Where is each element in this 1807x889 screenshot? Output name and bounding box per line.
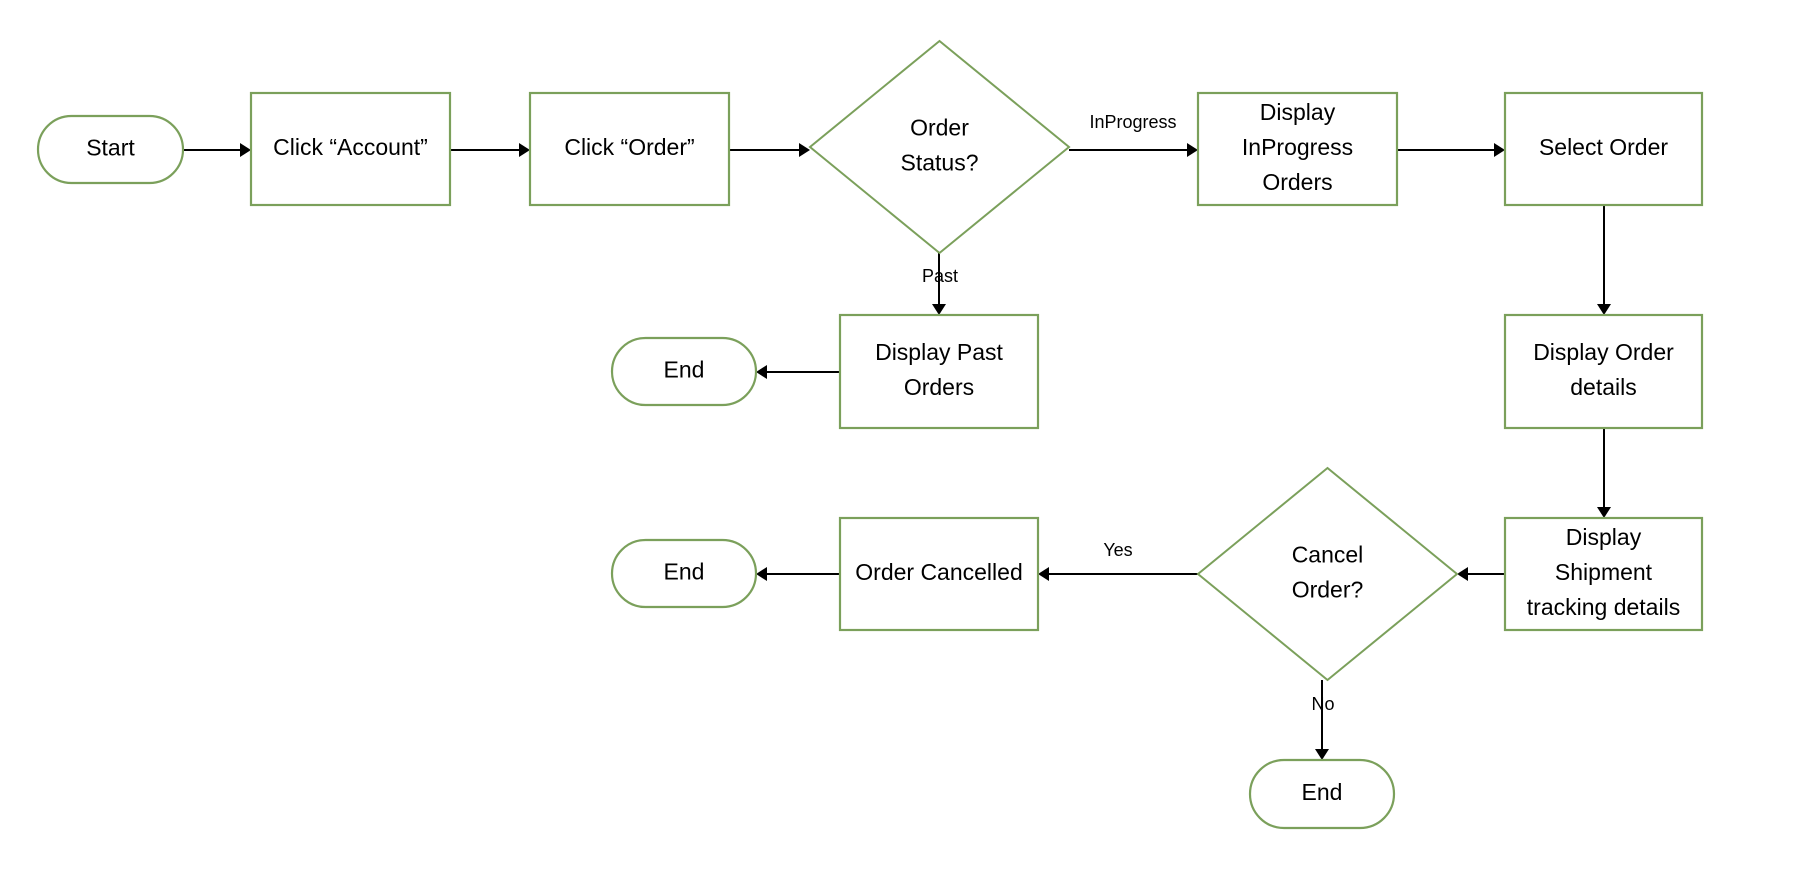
edge-e-order-status	[729, 143, 810, 157]
edge-label-no-e-cancel-no: No	[1311, 694, 1334, 714]
edge-label-past-e-status-past: Past	[922, 266, 958, 286]
edge-e-past-end	[756, 365, 840, 379]
edge-e-status-inprog	[1069, 143, 1198, 157]
node-label-select-order: Select Order	[1539, 134, 1668, 160]
node-diamond-shape	[1196, 466, 1459, 682]
node-label-click-account: Click “Account”	[273, 134, 428, 160]
node-end-past[interactable]: End	[610, 336, 758, 407]
edge-label-inprogress-e-status-inprog: InProgress	[1089, 112, 1176, 132]
node-label-end: End	[664, 559, 705, 585]
node-pill-shape	[36, 114, 185, 185]
arrow-head-icon	[756, 567, 767, 581]
node-rect-shape	[1196, 91, 1399, 207]
node-click-account[interactable]: Click “Account”	[249, 91, 452, 207]
arrow-head-icon	[1038, 567, 1049, 581]
node-pill-shape	[610, 538, 758, 609]
arrow-head-icon	[519, 143, 530, 157]
node-rect-shape	[838, 313, 1040, 430]
arrow-head-icon	[1315, 749, 1329, 760]
node-diamond-shape	[808, 39, 1071, 255]
edge-e-cancelled-end	[756, 567, 840, 581]
arrow-head-icon	[1597, 304, 1611, 315]
node-end-cancelled[interactable]: End	[610, 538, 758, 609]
node-rect-shape	[249, 91, 452, 207]
edge-e-cancel-no	[1315, 680, 1329, 760]
arrow-head-icon	[1187, 143, 1198, 157]
arrow-head-icon	[1597, 507, 1611, 518]
node-click-order[interactable]: Click “Order”	[528, 91, 731, 207]
node-label-end: End	[664, 357, 705, 383]
node-rect-shape	[1503, 313, 1704, 430]
edge-e-ship-cancel	[1457, 567, 1505, 581]
arrow-head-icon	[799, 143, 810, 157]
node-label-order-cancelled: Order Cancelled	[855, 559, 1022, 585]
node-order-cancelled[interactable]: Order Cancelled	[838, 516, 1040, 632]
node-label-start: Start	[86, 135, 135, 161]
edge-e-details-ship	[1597, 428, 1611, 518]
arrow-head-icon	[1494, 143, 1505, 157]
node-rect-shape	[1503, 91, 1704, 207]
edge-e-status-past	[932, 253, 946, 315]
arrow-head-icon	[756, 365, 767, 379]
arrow-head-icon	[240, 143, 251, 157]
edge-e-cancel-yes	[1038, 567, 1198, 581]
edge-e-start-account	[183, 143, 251, 157]
edges-layer	[183, 143, 1611, 760]
arrow-head-icon	[932, 304, 946, 315]
node-rect-shape	[528, 91, 731, 207]
node-label-click-order: Click “Order”	[564, 134, 694, 160]
arrow-head-icon	[1457, 567, 1468, 581]
edge-e-account-order	[450, 143, 530, 157]
node-rect-shape	[838, 516, 1040, 632]
edge-label-yes-e-cancel-yes: Yes	[1103, 540, 1132, 560]
node-select-order[interactable]: Select Order	[1503, 91, 1704, 207]
node-label-end: End	[1302, 779, 1343, 805]
node-end-no[interactable]: End	[1248, 758, 1396, 830]
node-pill-shape	[610, 336, 758, 407]
node-pill-shape	[1248, 758, 1396, 830]
node-rect-shape	[1503, 516, 1704, 632]
node-start[interactable]: Start	[36, 114, 185, 185]
edge-e-inprog-select	[1397, 143, 1505, 157]
edge-e-select-details	[1597, 205, 1611, 315]
